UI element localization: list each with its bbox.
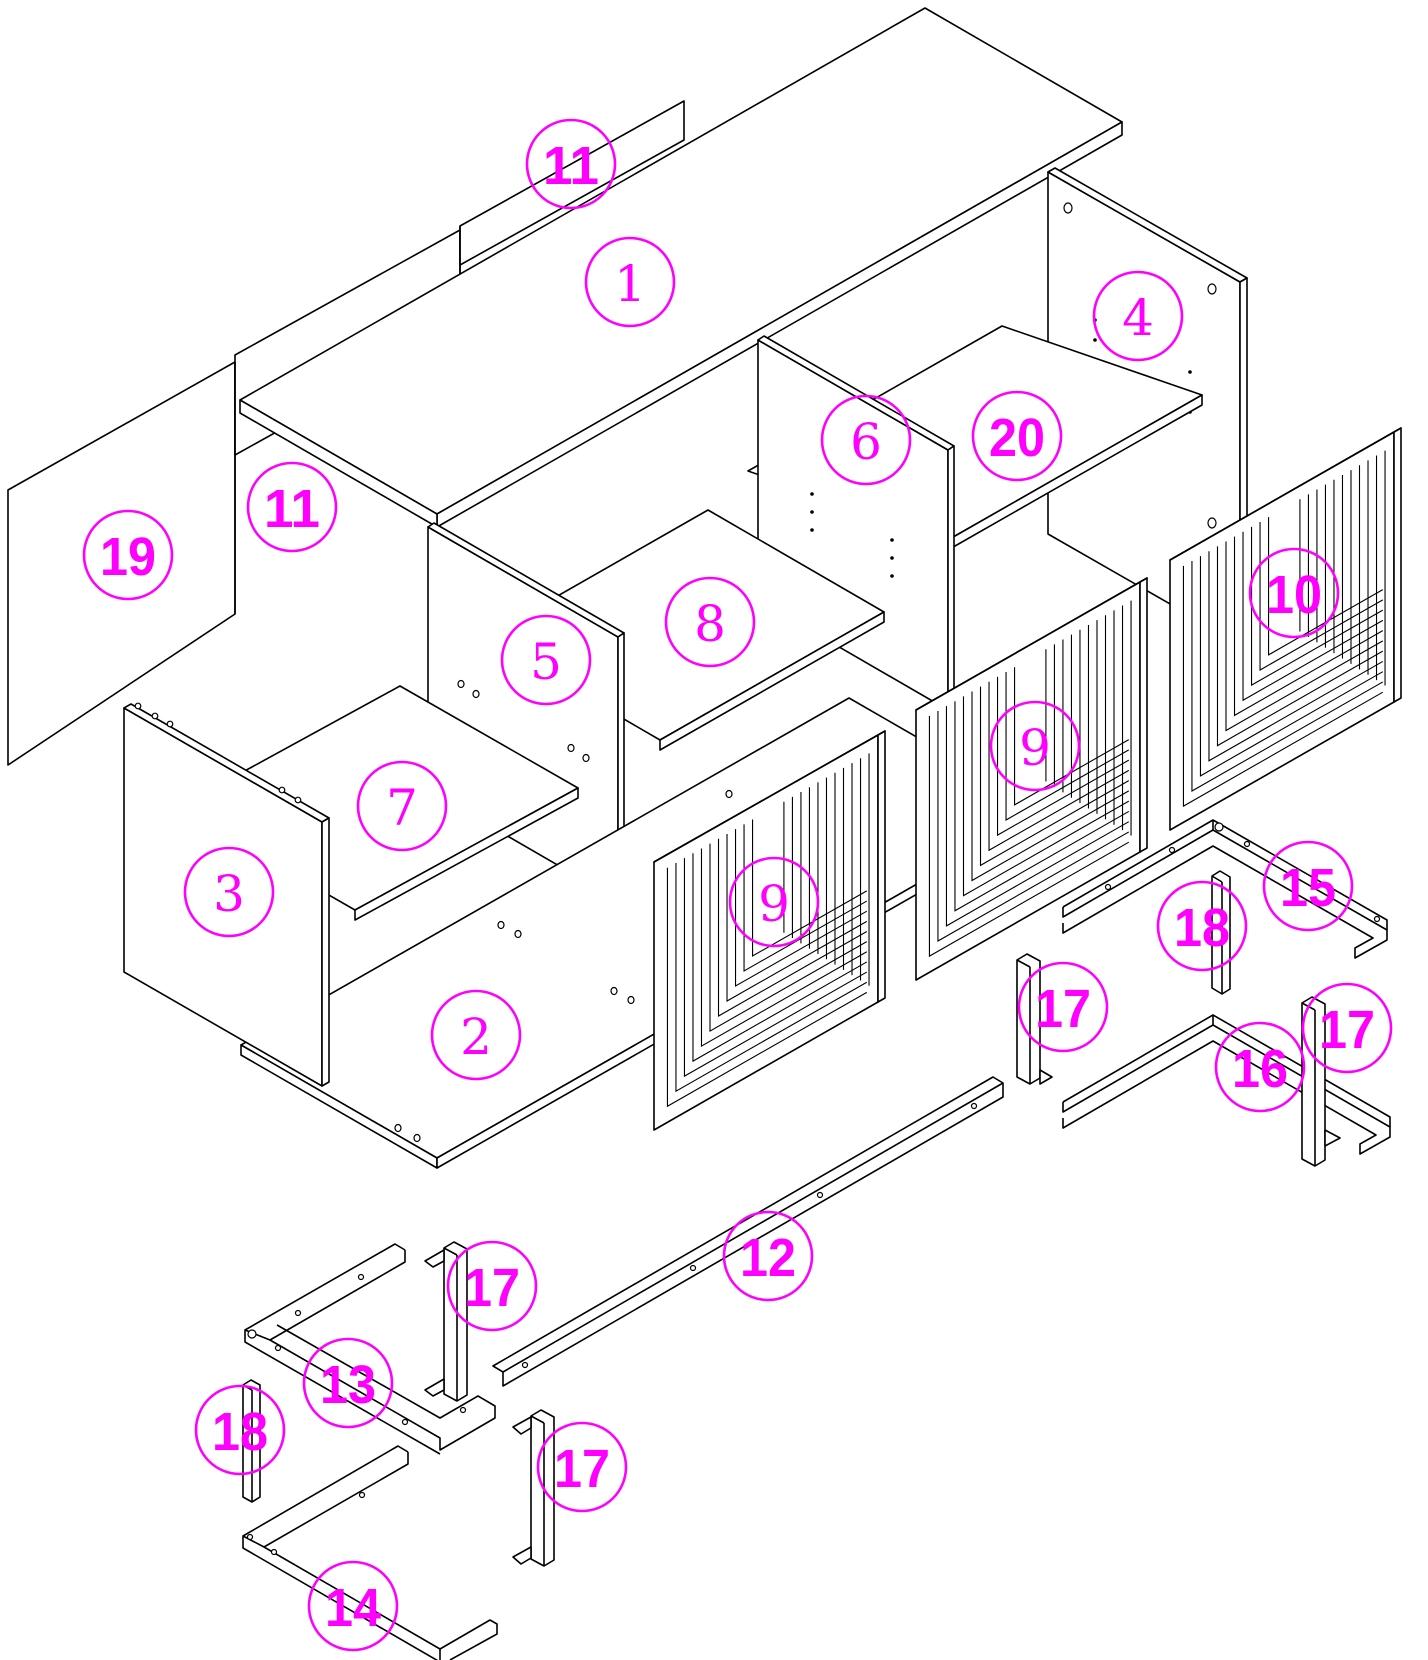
part-17-post-b [1301,996,1341,1167]
callout-ring [1301,982,1393,1074]
callout-ring [1017,961,1109,1053]
callout-ring [500,614,592,706]
callout-ring [356,760,448,852]
callout-part-p13: 13 [302,1337,394,1429]
callout-ring [246,461,338,553]
part-9-door-middle [915,577,1148,981]
callout-part-p18a: 18 [1156,880,1248,972]
callout-number: 12 [740,1228,796,1288]
callout-ring [536,1421,628,1513]
callout-part-p20: 20 [971,390,1063,482]
part-13-frame-u [244,1243,496,1455]
callout-ring [584,236,676,328]
callout-number: 17 [554,1439,610,1499]
callout-part-p15: 15 [1262,840,1354,932]
callout-number: 19 [100,527,156,587]
callout-number: 13 [320,1355,376,1415]
callout-part-p19: 19 [82,509,174,601]
callout-number: 17 [1319,1000,1375,1060]
part-17-post-d [512,1409,555,1567]
callout-part-p14: 14 [307,1560,399,1652]
callout-ring [1262,840,1354,932]
callout-ring [1248,547,1340,639]
callout-ring [989,700,1081,792]
callout-number: 2 [460,1008,492,1066]
callout-number: 6 [850,413,882,471]
callout-ring [430,989,522,1081]
callout-ring [307,1560,399,1652]
callout-ring [446,1240,538,1332]
part-14-frame-u [242,1445,498,1660]
callout-part-p5: 5 [500,614,592,706]
part-10-door-right [1169,427,1402,831]
callout-number: 17 [464,1258,520,1318]
callout-part-p6: 6 [820,394,912,486]
callout-ring [728,856,820,948]
callout-number: 17 [1035,979,1091,1039]
callout-number: 18 [212,1402,268,1462]
callout-number: 11 [264,479,320,539]
callout-part-p16: 16 [1214,1021,1306,1113]
callout-part-p8: 8 [664,576,756,668]
callout-part-p12: 12 [722,1210,814,1302]
callout-ring [1156,880,1248,972]
callout-number: 15 [1280,858,1336,918]
part-12-long-bar [492,1076,1004,1387]
callout-number: 3 [213,865,245,923]
callout-ring [525,118,617,210]
part-15-frame-u [1062,819,1388,959]
callout-part-p18b: 18 [194,1384,286,1476]
part-17-post-c [424,1241,468,1402]
callout-number: 14 [325,1578,381,1638]
callout-part-p11b: 11 [246,461,338,553]
callout-number: 10 [1266,565,1322,625]
callout-number: 1 [614,255,646,313]
callout-part-p17a: 17 [1017,961,1109,1053]
callout-part-p9b: 9 [989,700,1081,792]
callout-ring [664,576,756,668]
callout-part-p10: 10 [1248,547,1340,639]
callout-number: 8 [694,595,726,653]
callout-number: 18 [1174,898,1230,958]
callout-part-p17d: 17 [536,1421,628,1513]
callout-part-p11a: 11 [525,118,617,210]
callout-part-p3: 3 [183,846,275,938]
callout-number: 4 [1122,289,1154,347]
callout-number: 7 [386,779,418,837]
callout-number: 20 [989,408,1045,468]
callout-part-p7: 7 [356,760,448,852]
part-9-door-front [653,730,886,1131]
callout-part-p4: 4 [1092,270,1184,362]
callout-ring [82,509,174,601]
callout-number: 11 [543,136,599,196]
callout-ring [183,846,275,938]
callout-number: 5 [530,633,562,691]
callout-number: 9 [1019,719,1051,777]
callout-ring [722,1210,814,1302]
part-3-left-side-panel [123,702,330,1087]
callout-number: 16 [1232,1039,1288,1099]
callout-number: 9 [758,875,790,933]
callout-part-p17b: 17 [1301,982,1393,1074]
callout-ring [971,390,1063,482]
callout-part-p2: 2 [430,989,522,1081]
callout-ring [820,394,912,486]
callout-ring [1092,270,1184,362]
callout-part-p9a: 9 [728,856,820,948]
callout-ring [1214,1021,1306,1113]
callout-part-p1: 1 [584,236,676,328]
part-1-top-panel [239,7,1123,528]
callout-ring [302,1337,394,1429]
callout-part-p17c: 17 [446,1240,538,1332]
callout-ring [194,1384,286,1476]
